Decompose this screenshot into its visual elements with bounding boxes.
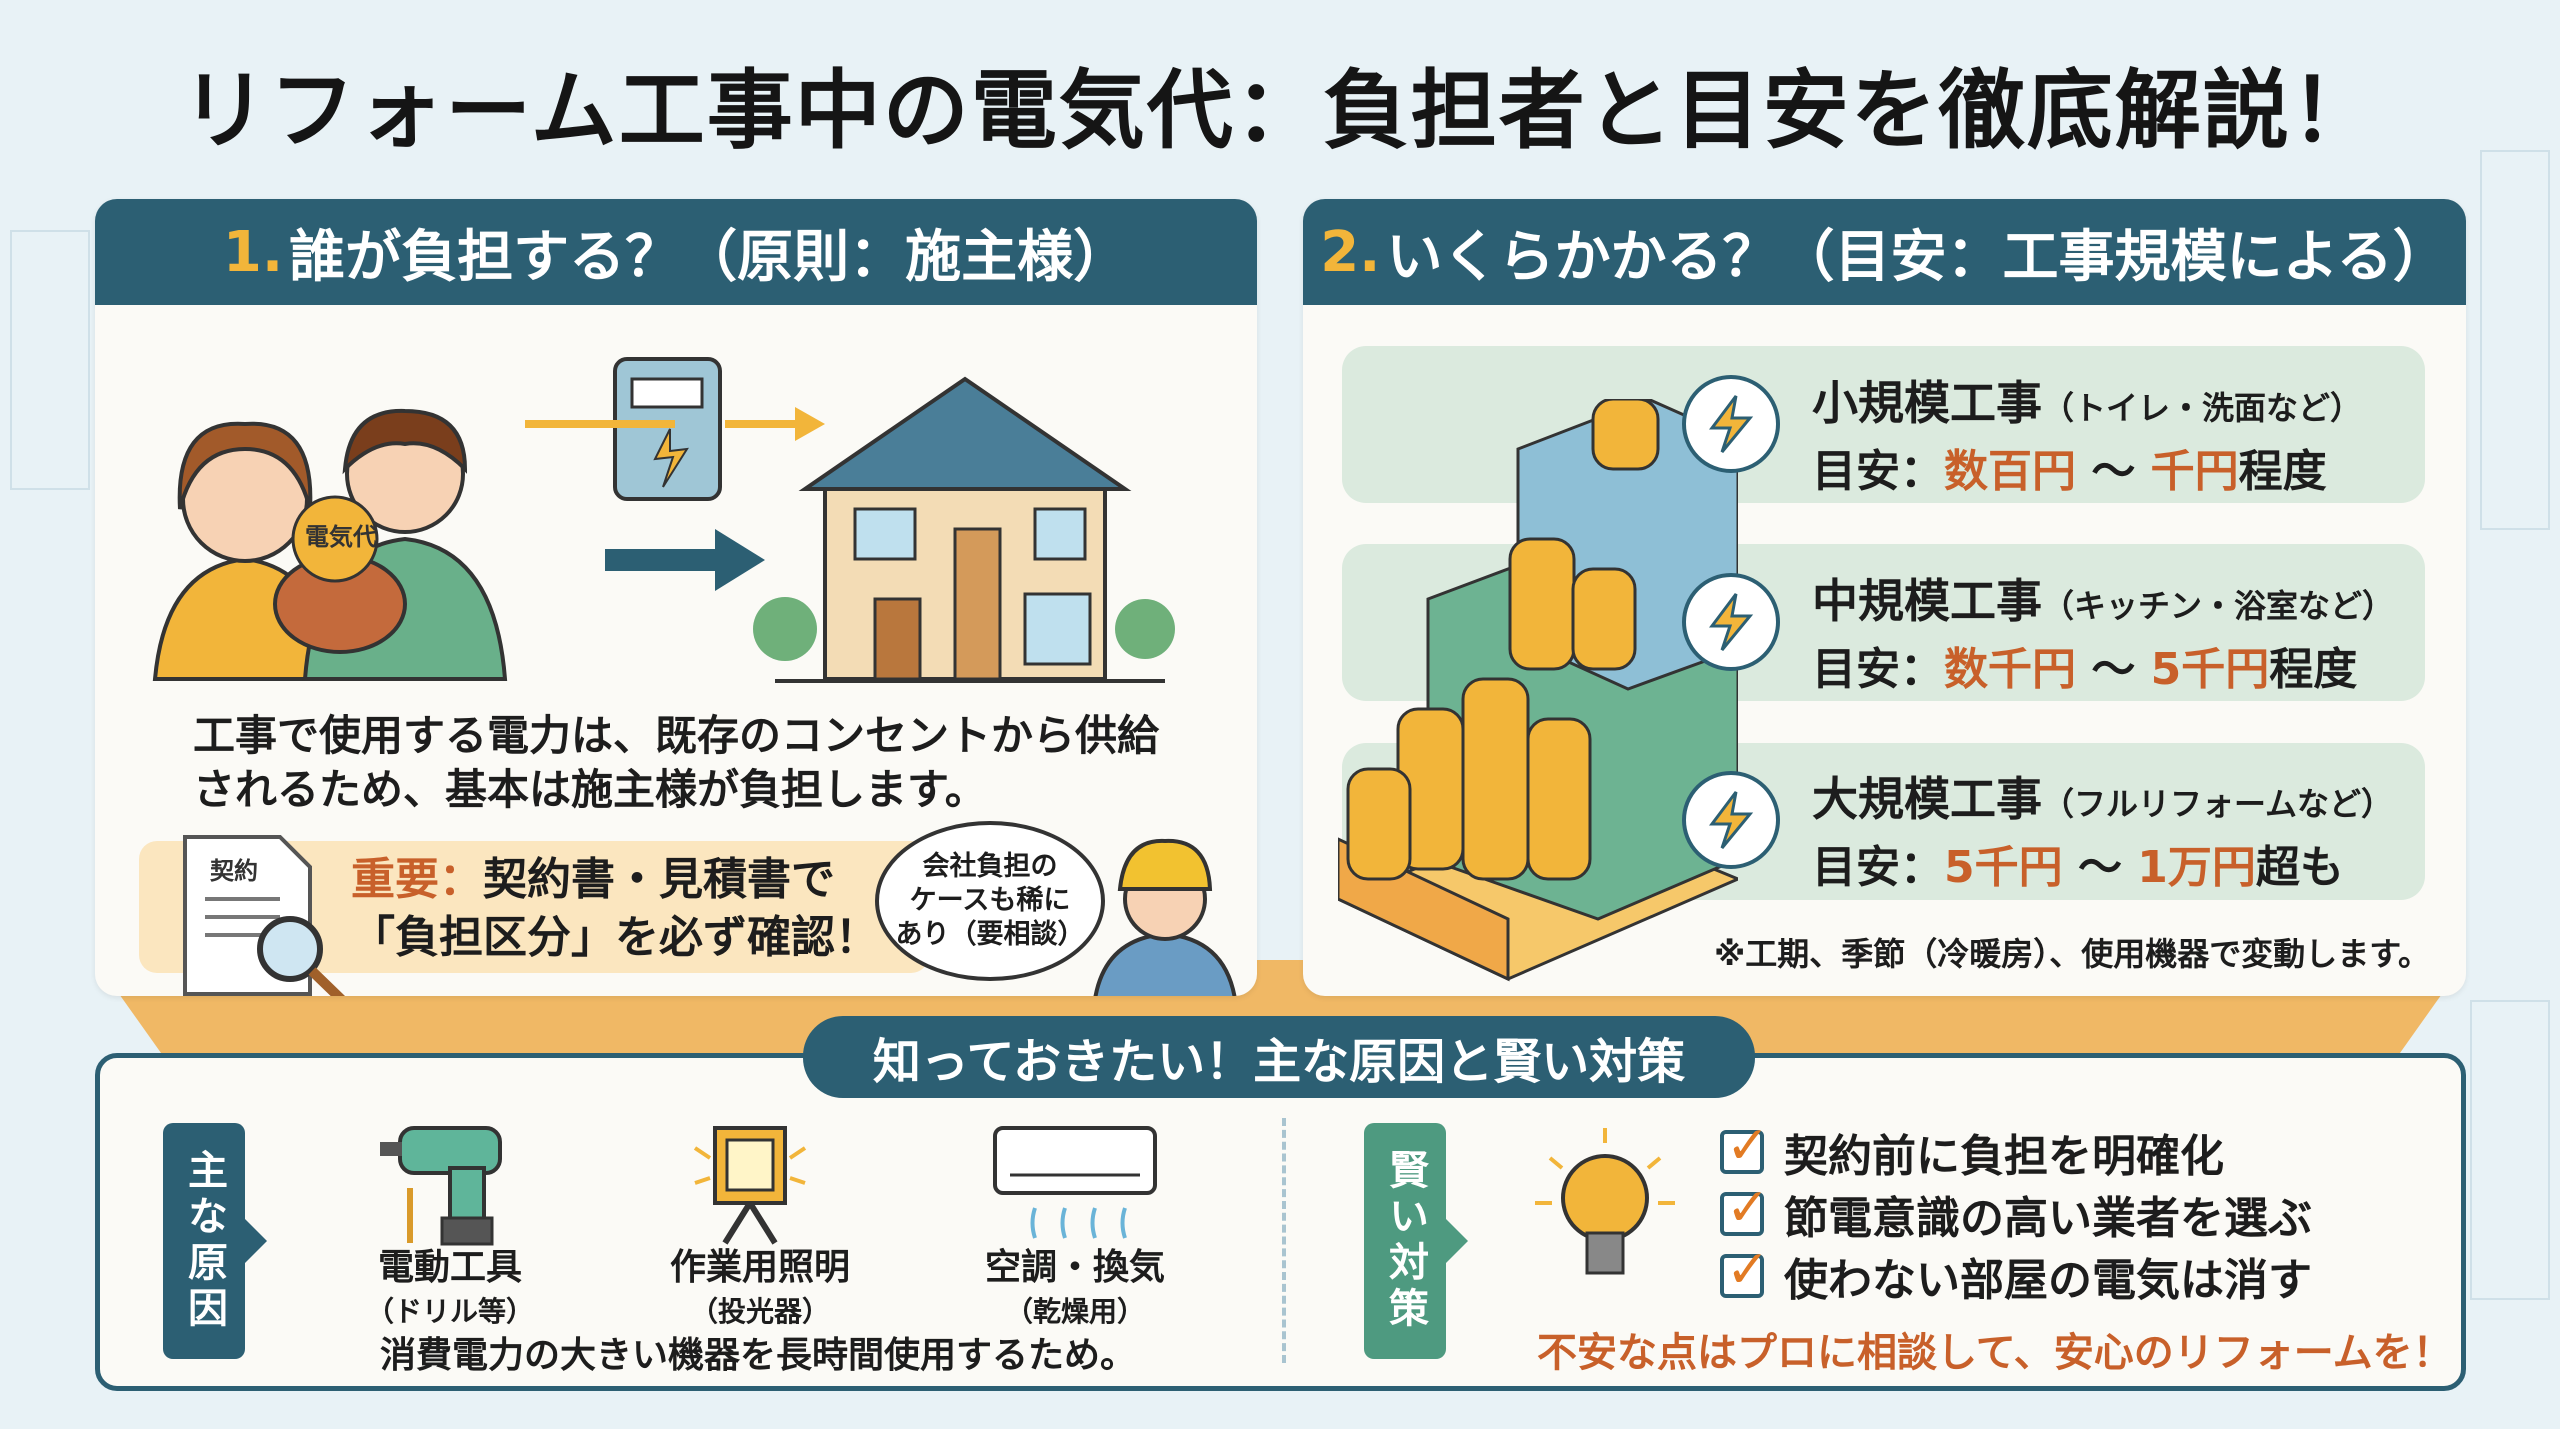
bubble-line: 会社負担の <box>922 851 1058 882</box>
speech-bubble: 会社負担の ケースも稀に あり（要相談） <box>875 821 1105 981</box>
lightning-icon <box>1682 573 1780 671</box>
checkbox-icon <box>1720 1240 1770 1300</box>
tips-panel: 主な原因 電動工具（ドリル等） 作業用照明（投光器） 空調・換気（乾燥用） 消費… <box>95 1053 2466 1391</box>
contract-magnifier-icon <box>183 835 346 996</box>
important-line: 契約書・見積書で <box>483 854 835 905</box>
house-icon <box>753 376 1175 683</box>
owner-illustration <box>152 357 1175 683</box>
tip-item: 節電意識の高い業者を選ぶ <box>1720 1178 2312 1246</box>
important-line: 「負担区分」を必ず確認！ <box>351 912 879 963</box>
bubble-line: ケースも稀に <box>909 885 1071 916</box>
section-number: 2. <box>1320 219 1381 285</box>
purse-label: 電気代 <box>305 523 377 551</box>
causes-tab: 主な原因 <box>163 1123 267 1359</box>
row-estimate: 目安：数百円 ～ 千円程度 <box>1812 446 2327 497</box>
bottom-heading: 知っておきたい！主な原因と賢い対策 <box>803 1016 1755 1098</box>
page-title: リフォーム工事中の電気代：負担者と目安を徹底解説！ <box>181 61 2379 161</box>
section-heading: いくらかかる？（目安：工事規模による） <box>1386 224 2449 290</box>
closing-message: 不安な点はプロに相談して、安心のリフォームを！ <box>1537 1330 2453 1376</box>
air-conditioner-icon <box>993 1126 1157 1239</box>
section-number: 1. <box>222 219 284 285</box>
floodlight-icon <box>693 1126 807 1245</box>
row-estimate: 目安：5千円 ～ 1万円超も <box>1812 842 2344 893</box>
tip-item: 契約前に負担を明確化 <box>1720 1116 2224 1184</box>
explanation-line: 工事で使用する電力は、既存のコンセントから供給 <box>193 711 1160 760</box>
cause-item: 電動工具（ドリル等） <box>365 1247 534 1328</box>
section-heading: 誰が負担する？（原則：施主様） <box>289 224 1130 290</box>
document-label: 契約 <box>210 857 258 885</box>
tips-tab: 賢い対策 <box>1364 1123 1468 1359</box>
drill-icon <box>380 1126 502 1246</box>
cause-item: 空調・換気（乾燥用） <box>984 1247 1165 1328</box>
checkbox-icon <box>1720 1116 1770 1176</box>
panel-header: 2. いくらかかる？（目安：工事規模による） <box>1303 199 2466 305</box>
cost-panel: 2. いくらかかる？（目安：工事規模による） 小規模工事（トイレ・洗面など） 目… <box>1303 199 2466 996</box>
blueprint-line <box>2470 1000 2550 1300</box>
worker-icon <box>1093 838 1237 996</box>
causes-summary: 消費電力の大きい機器を長時間使用するため。 <box>380 1335 1137 1376</box>
divider <box>1282 1118 1286 1363</box>
electric-meter-icon <box>613 357 722 501</box>
cause-item: 作業用照明（投光器） <box>669 1247 850 1328</box>
explanation-text: 工事で使用する電力は、既存のコンセントから供給 されるため、基本は施主様が負担し… <box>193 709 1159 817</box>
bubble-line: あり（要相談） <box>895 919 1085 950</box>
arrow-blue <box>605 549 715 571</box>
lightning-icon <box>1682 771 1780 869</box>
lightning-icon <box>1682 375 1780 473</box>
tip-item: 使わない部屋の電気は消す <box>1720 1240 2312 1308</box>
row-title: 小規模工事（トイレ・洗面など） <box>1812 376 2363 430</box>
row-title: 中規模工事（キッチン・浴室など） <box>1812 574 2395 628</box>
lightbulb-icon <box>1535 1128 1675 1275</box>
row-estimate: 目安：数千円 ～ 5千円程度 <box>1812 644 2358 695</box>
blueprint-line <box>2480 150 2550 530</box>
explanation-line: されるため、基本は施主様が負担します。 <box>193 765 987 814</box>
important-text: 重要：契約書・見積書で 「負担区分」を必ず確認！ <box>351 851 879 967</box>
checkbox-icon <box>1720 1178 1770 1238</box>
important-prefix: 重要： <box>351 854 483 905</box>
row-title: 大規模工事（フルリフォームなど） <box>1812 772 2394 826</box>
footnote: ※工期、季節（冷暖房）、使用機器で変動します。 <box>1714 935 2430 973</box>
couple-icon <box>152 408 508 681</box>
blueprint-line <box>10 230 90 490</box>
panel-header: 1. 誰が負担する？（原則：施主様） <box>95 199 1257 305</box>
coin-stack-illustration <box>1338 399 1738 982</box>
who-pays-panel: 1. 誰が負担する？（原則：施主様） <box>95 199 1257 996</box>
